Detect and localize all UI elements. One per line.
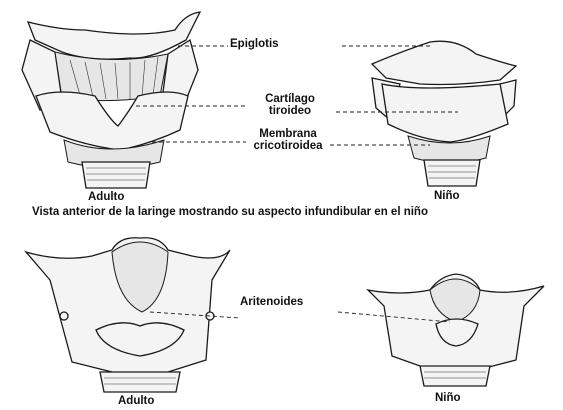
label-membrana-line2: cricotiroidea — [238, 140, 338, 152]
label-nino-bottom: Niño — [435, 392, 461, 404]
label-cartilago-line2: tiroideo — [248, 105, 332, 117]
child-larynx-posterior — [368, 274, 544, 386]
label-epiglotis: Epiglotis — [230, 38, 279, 50]
label-membrana-line1: Membrana — [238, 128, 338, 140]
label-membrana-cricotiroidea: Membrana cricotiroidea — [238, 128, 338, 152]
label-cartilago-line1: Cartílago — [248, 93, 332, 105]
label-cartilago-tiroideo: Cartílago tiroideo — [248, 93, 332, 117]
child-larynx-anterior — [372, 41, 516, 186]
label-adulto-top: Adulto — [88, 191, 124, 203]
label-nino-top: Niño — [434, 190, 460, 202]
caption: Vista anterior de la laringe mostrando s… — [32, 206, 428, 218]
label-aritenoides: Aritenoides — [240, 296, 303, 308]
label-adulto-bottom: Adulto — [118, 395, 154, 407]
adult-larynx-anterior — [22, 12, 200, 188]
